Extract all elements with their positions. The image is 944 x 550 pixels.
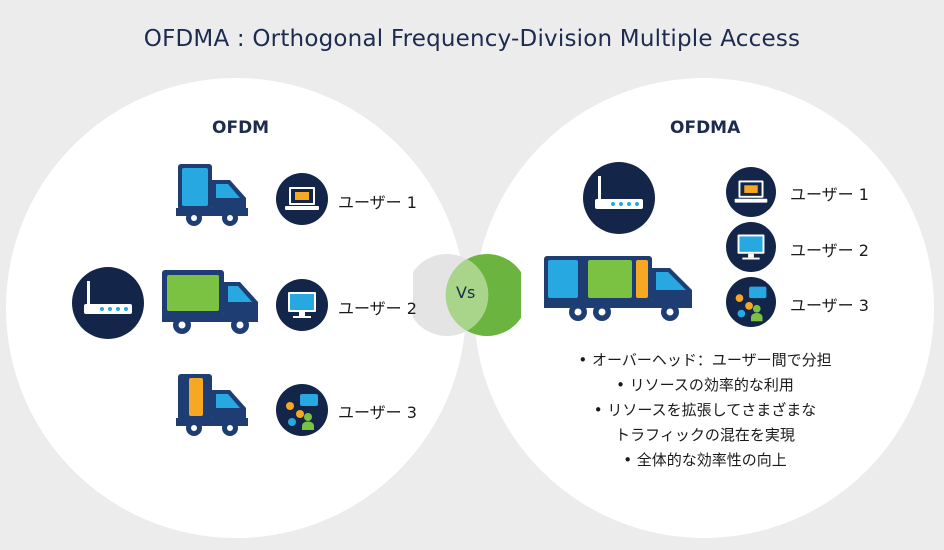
- venn-intersection: [445, 259, 489, 331]
- truck-icon: [176, 374, 248, 436]
- benefit-item: • リソースの効率的な利用: [616, 376, 794, 394]
- benefit-item: • 全体的な効率性の向上: [623, 451, 787, 469]
- ofdma-user-label-3: ユーザー 3: [790, 296, 869, 315]
- ofdm-heading: OFDM: [212, 118, 270, 138]
- venn-overlap: [413, 254, 521, 336]
- truck-icon: [544, 256, 692, 321]
- router-icon: [72, 267, 144, 339]
- ofdma-benefits-list: • オーバーヘッド：ユーザー間で分担 • リソースの効率的な利用 • リソースを…: [520, 348, 890, 473]
- benefit-item: • リソースを拡張してさまざまな: [593, 401, 817, 419]
- laptop-icon: [726, 167, 776, 217]
- vs-label: Vs: [456, 283, 476, 302]
- ofdm-user-label-3: ユーザー 3: [338, 403, 417, 422]
- ofdm-user-label-2: ユーザー 2: [338, 299, 417, 318]
- ofdma-user-label-2: ユーザー 2: [790, 241, 869, 260]
- monitor-icon: [276, 279, 328, 331]
- truck-icon: [176, 164, 248, 226]
- router-icon: [583, 162, 655, 234]
- truck-icon: [162, 270, 258, 334]
- ofdma-user-label-1: ユーザー 1: [790, 185, 869, 204]
- ofdm-user-label-1: ユーザー 1: [338, 193, 417, 212]
- chat-users-icon: [726, 277, 776, 327]
- ofdma-heading: OFDMA: [670, 118, 741, 138]
- page-title: OFDMA : Orthogonal Frequency-Division Mu…: [143, 26, 801, 52]
- monitor-icon: [726, 222, 776, 272]
- chat-users-icon: [276, 384, 328, 436]
- laptop-icon: [276, 173, 328, 225]
- benefit-item-continued: トラフィックの混在を実現: [615, 426, 795, 444]
- benefit-item: • オーバーヘッド：ユーザー間で分担: [578, 351, 832, 369]
